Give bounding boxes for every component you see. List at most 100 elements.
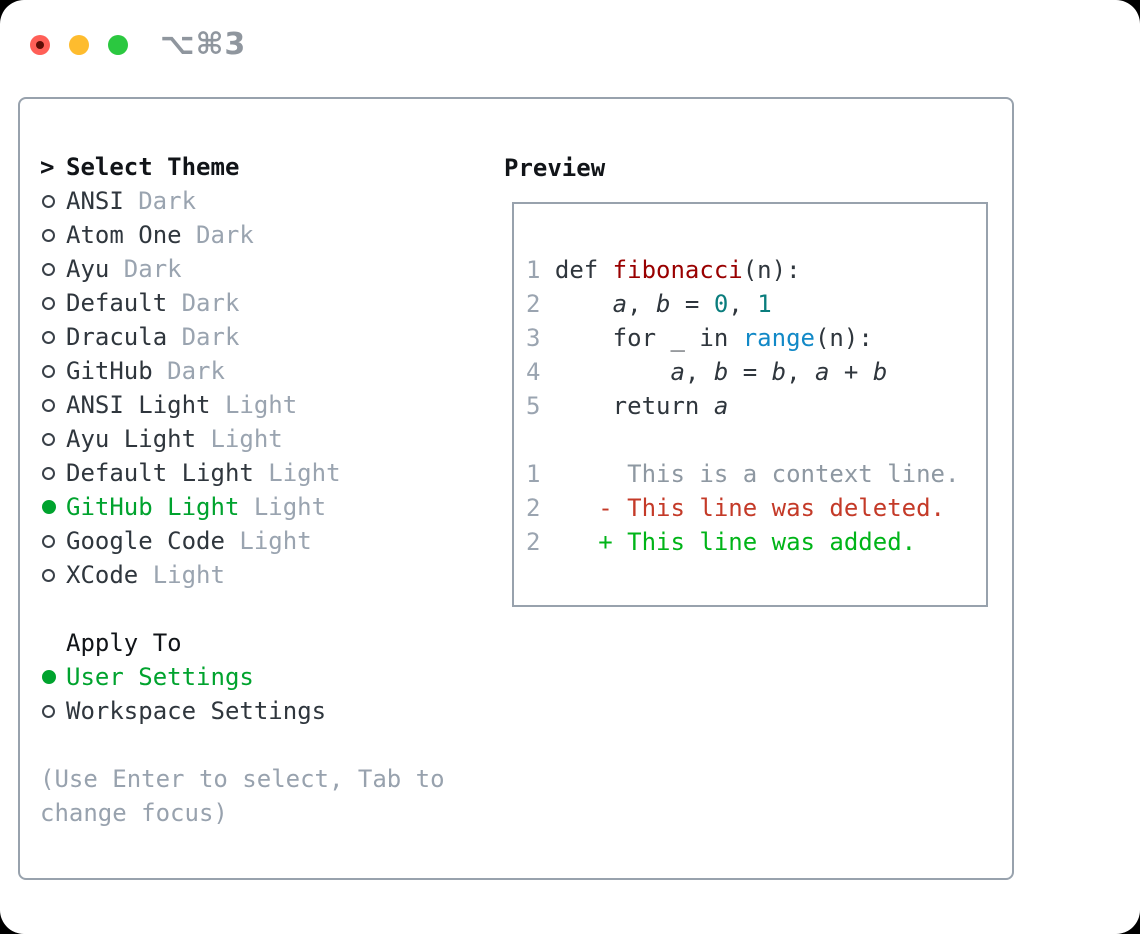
theme-option-default-dark[interactable]: Default Dark [40,286,500,320]
preview-title: Preview [504,154,606,182]
radio-icon [40,398,66,412]
radio-circle [42,194,55,208]
select-theme-header: > Select Theme [40,150,500,184]
preview-line: 4 a, b = b, a + b [526,355,986,389]
radio-icon [40,364,66,378]
code-segment: b [713,358,729,386]
apply-to-header: Apply To [40,626,500,660]
line-content: + This line was added. [555,525,916,559]
radio-icon [40,194,66,208]
code-segment: b [656,290,671,318]
code-segment: , [684,358,714,386]
radio-circle [42,296,55,310]
line-number: 3 [526,324,541,352]
radio-circle [42,262,55,276]
preview-line: 1 This is a context line. [526,457,986,491]
theme-option-github-dark[interactable]: GitHub Dark [40,354,500,388]
code-segment: def [554,256,613,284]
option-label: User Settings [66,663,254,691]
line-number: 1 [526,256,541,284]
option-variant-label: Light [152,561,225,589]
radio-circle [42,534,55,548]
option-variant-label: Dark [167,357,225,385]
radio-icon [40,534,66,548]
option-label: GitHub [66,357,153,385]
option-variant-label: Light [253,493,327,521]
preview-line [526,423,986,457]
option-variant-label: Dark [181,323,240,351]
code-segment: - This line was deleted. [554,494,946,522]
code-segment: a [612,290,628,318]
option-label: ANSI Light [66,391,211,419]
option-label: ANSI [66,187,124,215]
radio-circle [42,228,55,242]
unsaved-dot-icon [36,40,44,49]
option-label: Workspace Settings [66,697,327,725]
preview-line: 5 return a [526,389,986,423]
code-segment: 1 [757,290,772,318]
select-theme-title: Select Theme [66,153,240,181]
preview-line: 3 for _ in range(n): [526,321,986,355]
line-number: 1 [526,460,541,488]
line-content: - This line was deleted. [555,491,945,525]
preview-line: 2 a, b = 0, 1 [526,287,986,321]
spacer [40,728,500,762]
preview-line: 2 + This line was added. [526,525,986,559]
radio-circle [42,466,55,480]
radio-circle [42,398,55,412]
minimize-button[interactable] [69,34,89,55]
code-segment: , [786,358,815,386]
code-segment: , [627,290,657,318]
option-variant-label: Dark [181,289,240,317]
line-number: 2 [526,494,541,522]
line-number: 2 [526,528,541,556]
theme-option-default-light-light[interactable]: Default Light Light [40,456,500,490]
radio-icon [40,704,66,718]
line-number: 5 [526,392,541,420]
radio-icon [40,296,66,310]
line-number: 2 [526,290,541,318]
apply-option-workspace-settings[interactable]: Workspace Settings [40,694,500,728]
preview-line: 2 - This line was deleted. [526,491,986,525]
code-segment: range [742,324,815,352]
code-segment: a [670,358,685,386]
code-segment: for _ in [554,324,743,352]
close-button[interactable] [30,34,50,55]
code-segment: fibonacci [612,256,743,284]
apply-to-title: Apply To [66,629,182,657]
line-content: a, b = b, a + b [555,355,887,389]
option-variant-label: Light [210,425,283,453]
code-segment: b [771,358,787,386]
code-segment: = [670,290,714,318]
prompt-chevron-icon: > [40,153,55,181]
code-segment [555,358,671,386]
option-label: Default Light [66,459,254,487]
traffic-lights [30,34,128,55]
option-variant-label: Light [268,459,341,487]
window-shortcut-label: ⌥⌘3 [160,27,247,62]
radio-circle [42,670,56,684]
radio-circle [42,364,55,378]
radio-circle [42,568,55,582]
option-label: Default [66,289,168,317]
option-variant-label: Dark [196,221,254,249]
line-content: return a [555,389,729,423]
line-content: def fibonacci(n): [555,253,801,287]
code-segment: a [713,392,729,420]
line-content: This is a context line. [555,457,959,491]
zoom-button[interactable] [108,34,128,55]
apply-option-user-settings[interactable]: User Settings [40,660,500,694]
